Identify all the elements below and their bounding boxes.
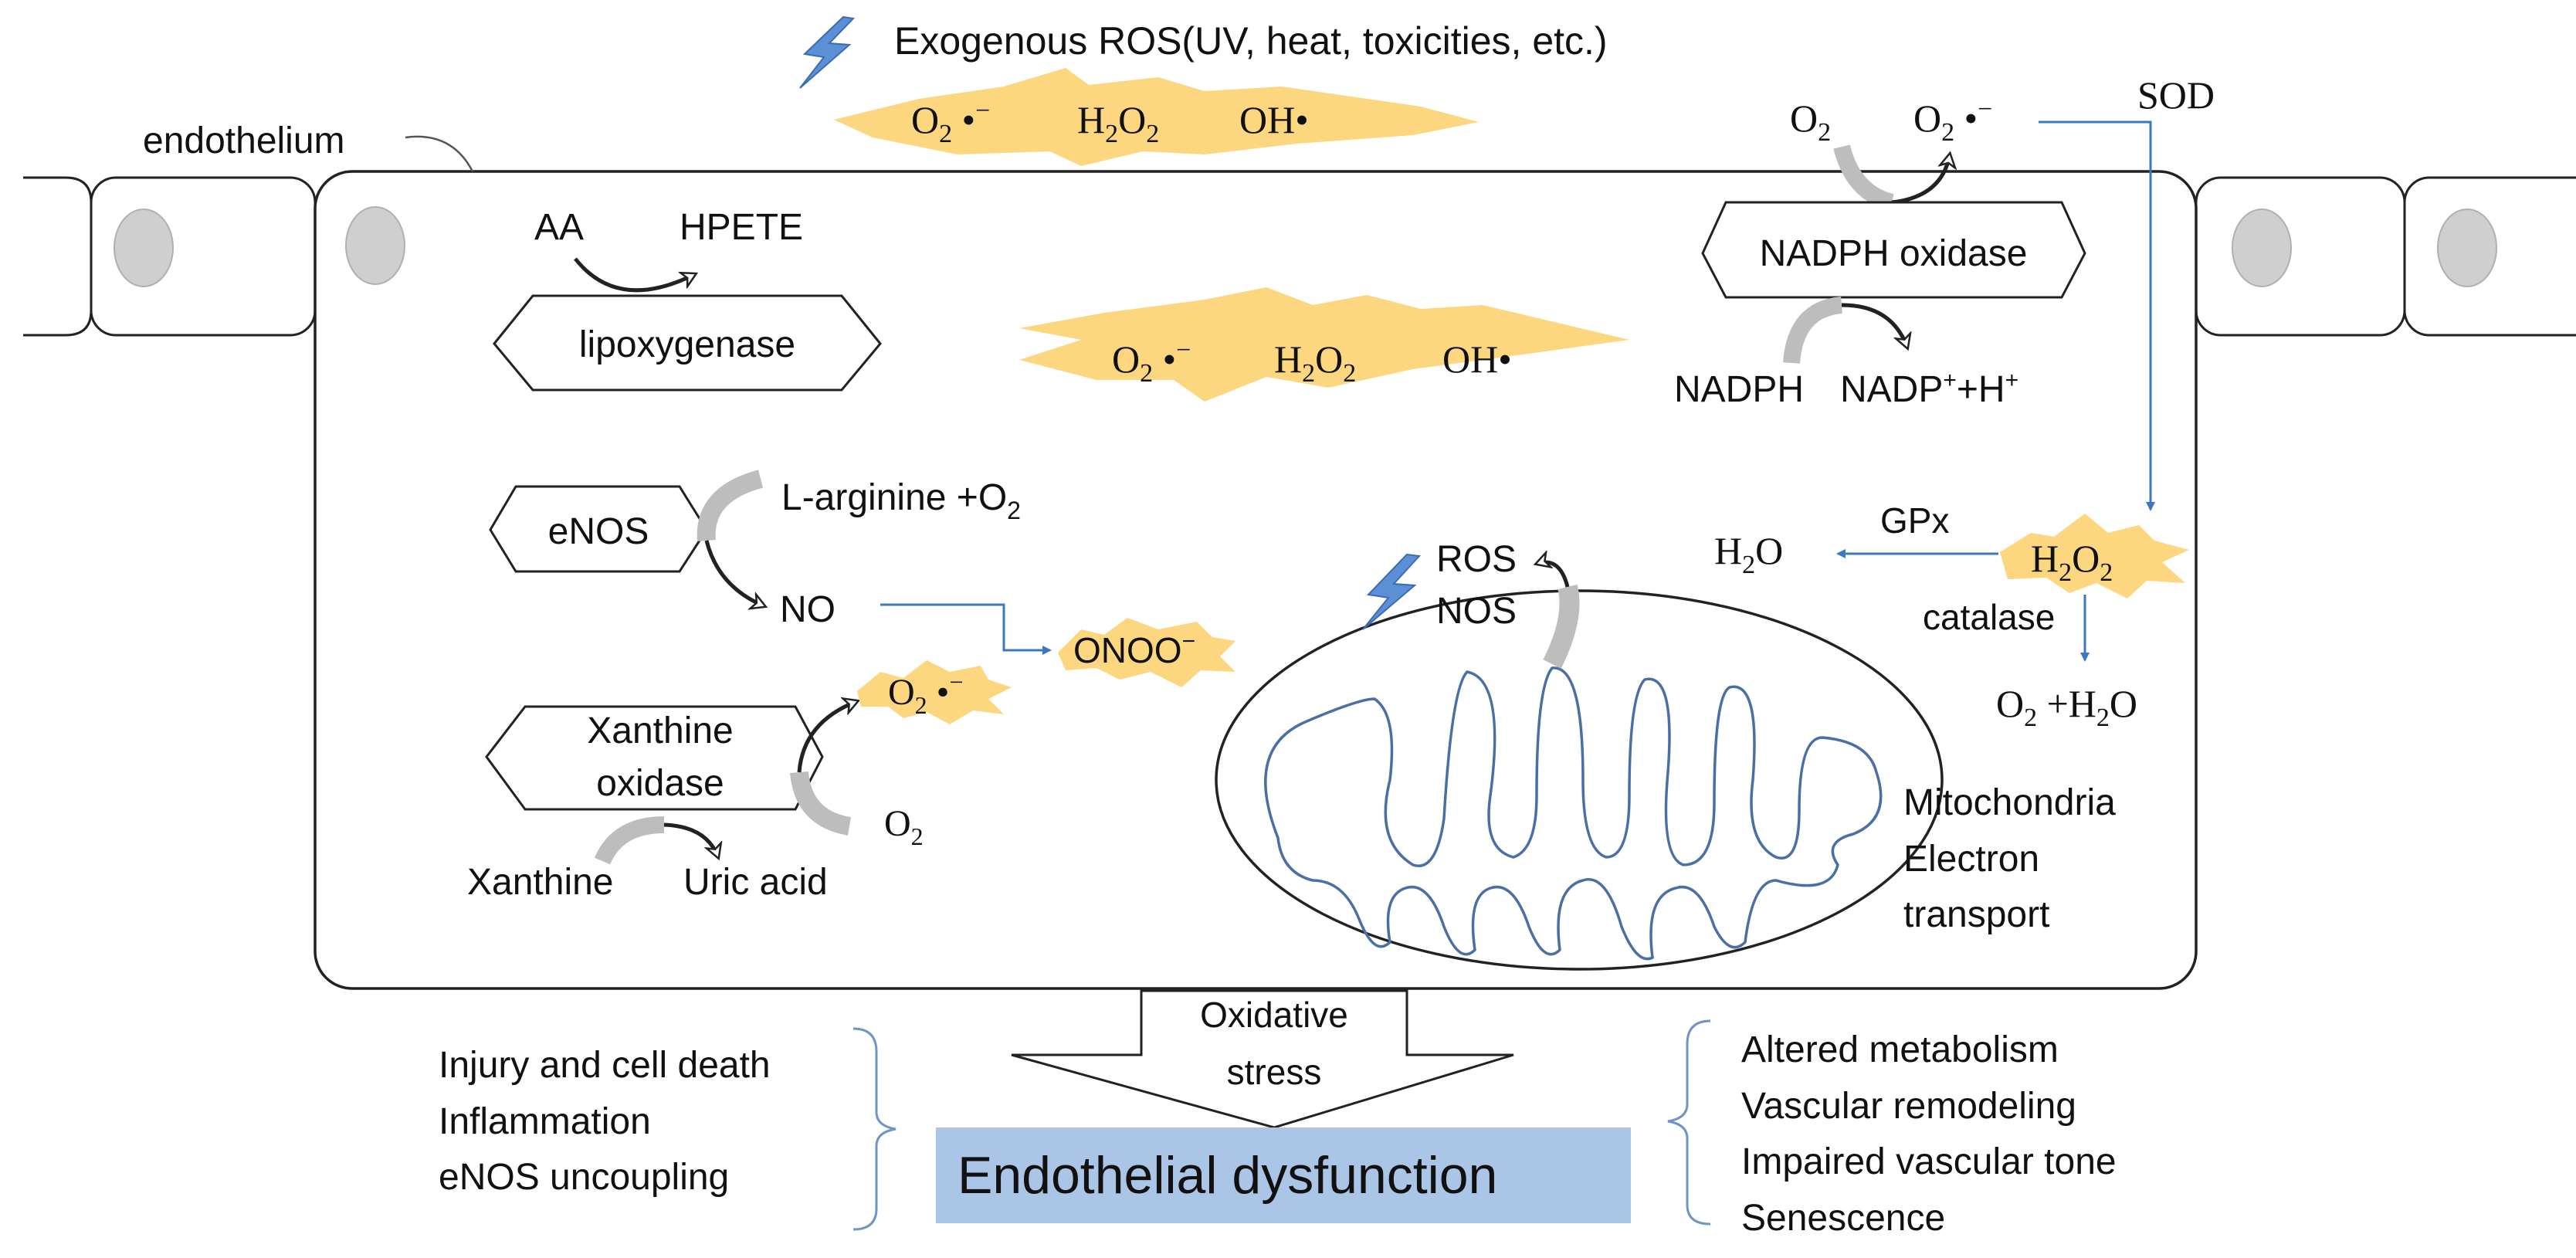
left-brace [852,1027,897,1231]
onoo-burst [1058,618,1235,687]
o2-xo-label: O2 [884,803,924,850]
sod-label: SOD [2137,73,2215,117]
burst-top-h2o2: H2O2 [1077,98,1159,148]
left-effect-3: eNOS uncoupling [439,1157,729,1198]
right-effect-1: Altered metabolism [1741,1029,2059,1070]
lightning-icon-mito [1362,553,1422,630]
oxidative-stress-label-2: stress [1227,1052,1322,1092]
right-effect-3: Impaired vascular tone [1741,1141,2117,1182]
exogenous-ros-label: Exogenous ROS(UV, heat, toxicities, etc.… [894,19,1608,63]
h2o2-burst [2000,514,2189,598]
mitochondria-cristae [1264,666,1883,961]
endothelial-dysfunction-label: Endothelial dysfunction [958,1146,1497,1205]
enos-pathway: eNOS L-arginine +O2 NO ONOO− [489,470,1235,687]
lipoxygenase-label: lipoxygenase [579,324,795,365]
mito-label-1: Mitochondria [1903,782,2116,823]
superoxide-label: O2 •− [888,668,964,719]
ros-burst-top [834,68,1479,166]
xanthine-gray-arrow [594,816,665,865]
burst-top-oh: OH• [1239,98,1309,141]
aa-label: AA [534,207,584,248]
exogenous-ros-group: Exogenous ROS(UV, heat, toxicities, etc.… [799,15,1608,166]
uric-acid-label: Uric acid [683,862,828,903]
ros-label: ROS [1436,539,1517,580]
nadp-label: NADP++H+ [1840,368,2018,410]
oxidative-stress-arrow [1011,989,1514,1129]
endothelium-label: endothelium [143,120,345,161]
nos-label: NOS [1436,591,1517,632]
mitochondria-group: ROS NOS Mitochondria Electron transport [1215,539,2116,971]
o2-h2o-label: O2 +H2O [1996,682,2137,732]
superoxide-burst [857,660,1012,724]
xanthine-oxidase-pathway: Xanthine oxidase O2 •− O2 Xanthine Uric … [467,660,1012,903]
mito-label-3: transport [1903,894,2049,935]
right-effect-2: Vascular remodeling [1741,1086,2076,1127]
nucleus-central [345,206,405,285]
oxidative-stress-label-1: Oxidative [1200,995,1348,1035]
right-cell-1 [2195,176,2406,337]
left-effect-2: Inflammation [439,1101,651,1142]
nadph-oxidase-pathway: O2 O2 •− NADPH oxidase NADPH NADP++H+ [1674,95,2086,410]
mito-arrow [1537,562,1570,588]
no-label: NO [780,589,836,630]
nadph-oxidase-box [1701,201,2086,299]
xanthine-oxidase-label-1: Xanthine [587,710,734,751]
nucleus-right-2 [2437,209,2497,287]
lipoxygenase-arrow [574,257,695,293]
xo-gray-arrow [790,771,852,836]
nox-arrow [1891,154,1950,205]
nucleus-right-1 [2232,209,2292,287]
mito-gray-arrow [1543,584,1580,669]
sod-arrow [2039,120,2155,511]
ros-burst-center: O2 •− H2O2 OH• [1019,287,1629,402]
xo-arrow [797,701,857,773]
right-effect-4: Senescence [1741,1198,1945,1239]
mitochondria-outer [1215,589,1944,971]
no-to-onoo-arrow [880,603,1052,655]
xanthine-oxidase-label-2: oxidase [596,763,724,804]
nadph-label: NADPH [1674,369,1804,410]
left-effect-1: Injury and cell death [439,1045,771,1086]
antioxidant-pathway: SOD H2O2 GPx H2O catalase O2 +H2O [1714,73,2215,732]
o2-nox-label: O2 [1790,97,1831,147]
right-brace [1667,1019,1711,1226]
hpete-label: HPETE [680,207,803,248]
xanthine-label: Xanthine [467,862,614,903]
nadph-arrow [1841,303,1907,348]
burst-top-text: O2 •− H2O2 OH• [911,97,1309,148]
gpx-label: GPx [1880,500,1949,541]
lipoxygenase-box [493,294,882,392]
h2o-label: H2O [1714,529,1783,579]
nadph-gray-arrow [1783,297,1843,365]
l-arginine-label: L-arginine +O2 [781,477,1021,524]
catalase-label: catalase [1923,597,2055,637]
endothelium-pointer [405,135,474,172]
burst-center-h2o2: H2O2 [1274,337,1356,388]
enos-arrow [704,540,764,606]
enos-label: eNOS [548,511,649,552]
nox-gray-arrow [1833,144,1894,211]
onoo-label: ONOO− [1073,629,1195,670]
nucleus-left [114,209,174,287]
burst-center-o2: O2 •− [1112,336,1191,388]
xanthine-arrow [663,822,718,857]
o2-nox-product-label: O2 •− [1913,95,1992,147]
lipoxygenase-pathway: AA HPETE lipoxygenase [493,207,882,392]
lightning-icon [799,15,856,89]
ros-burst-center-shape [1019,287,1629,402]
enos-gray-arrow [697,470,764,541]
h2o2-label: H2O2 [2031,537,2113,587]
outcome-group: Oxidative stress Endothelial dysfunction… [439,989,2117,1239]
burst-top-o2: O2 •− [911,97,990,148]
xanthine-oxidase-box [485,705,824,811]
nadph-oxidase-label: NADPH oxidase [1760,233,2028,274]
left-partial-cell [23,176,93,337]
mito-label-2: Electron [1903,839,2039,880]
endothelial-dysfunction-box [936,1127,1631,1223]
burst-center-oh: OH• [1442,337,1512,381]
